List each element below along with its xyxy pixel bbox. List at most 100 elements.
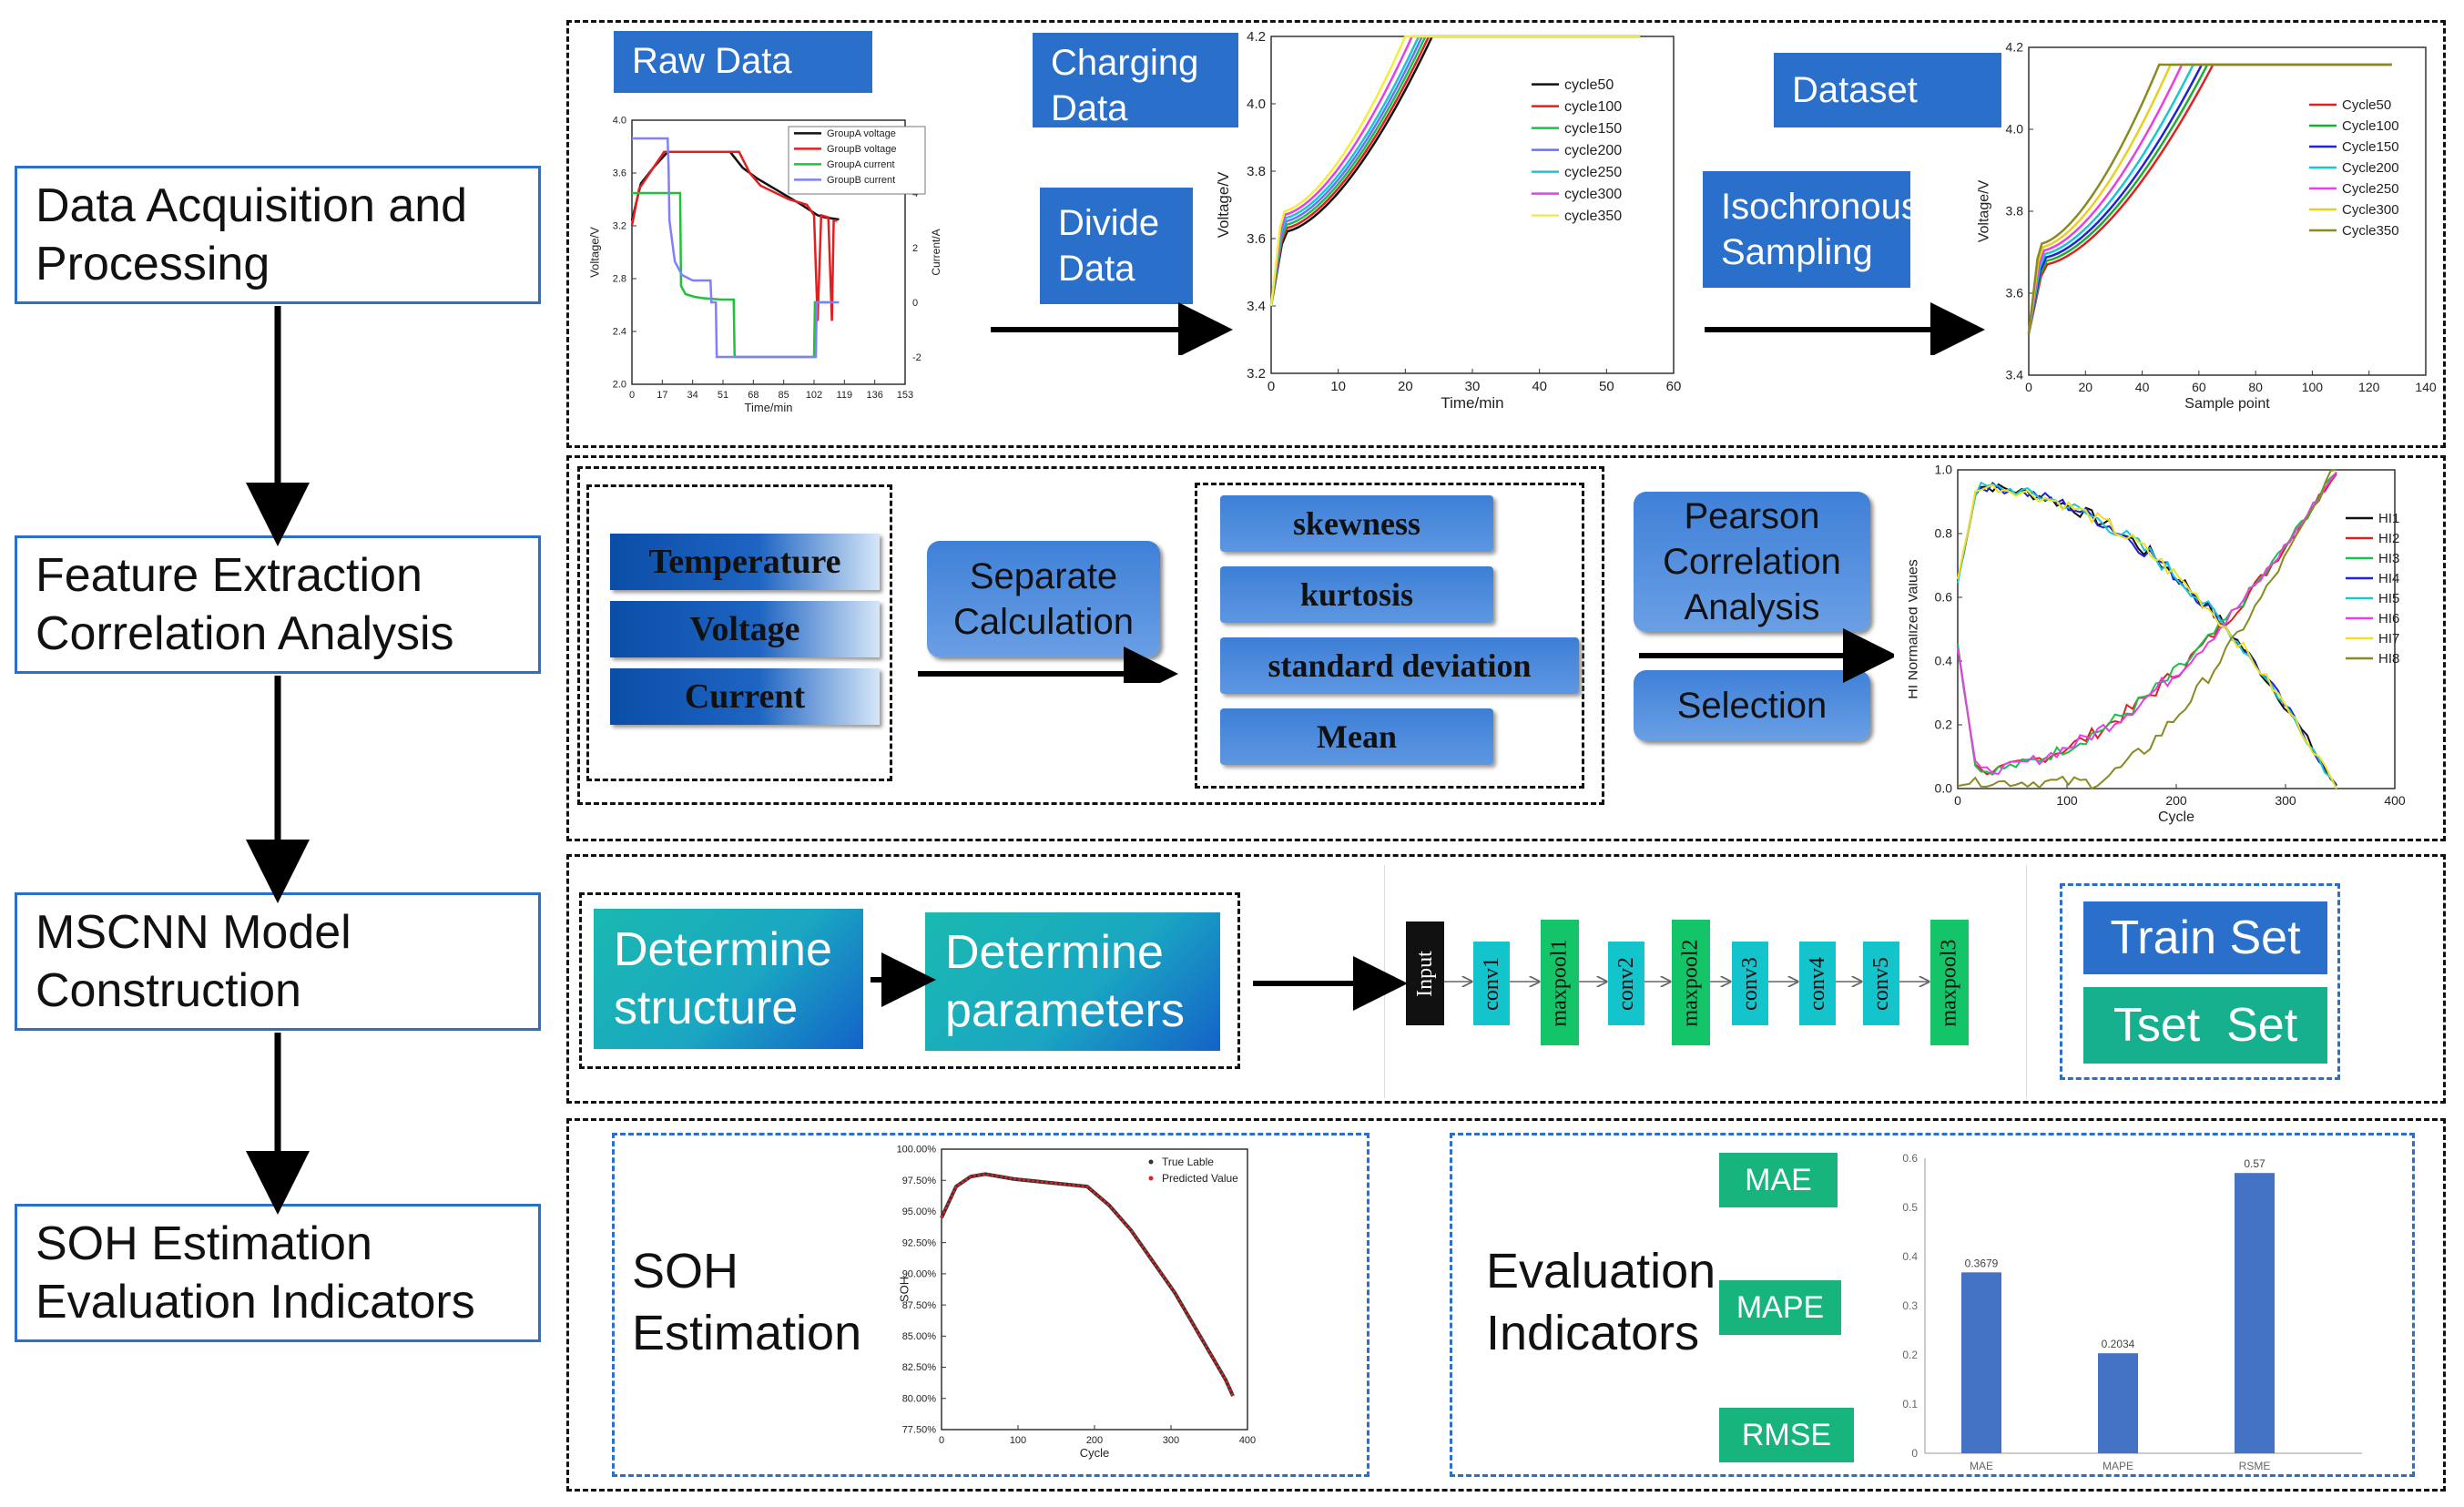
section-model-construction bbox=[566, 854, 2446, 1104]
legend-label: HI4 bbox=[2378, 571, 2399, 586]
series-line bbox=[1957, 469, 2337, 790]
label-line1: Selection bbox=[1676, 686, 1828, 726]
stat-skewness: skewness bbox=[1220, 495, 1493, 552]
label-line1: Pearson bbox=[1684, 496, 1820, 536]
legend-label: cycle200 bbox=[1564, 143, 1622, 158]
x-tick-label: 119 bbox=[837, 390, 853, 401]
bar bbox=[2098, 1353, 2138, 1453]
x-tick-label: MAE bbox=[1970, 1460, 1993, 1471]
y-tick-label: 4.0 bbox=[613, 116, 626, 127]
y-tick-label: 2.0 bbox=[613, 380, 626, 391]
test-set: Tset Set bbox=[2083, 987, 2327, 1064]
label-charging-data: Charging Data bbox=[1033, 33, 1238, 128]
feature-voltage: Voltage bbox=[610, 601, 880, 657]
y-tick-label: 80.00% bbox=[902, 1393, 937, 1404]
y-tick-label: 0.3 bbox=[1902, 1299, 1918, 1312]
series-line bbox=[1957, 481, 2337, 789]
y-axis-label: Voltage/V bbox=[588, 227, 601, 278]
y2-tick-label: 0 bbox=[912, 298, 918, 309]
x-tick-label: RSME bbox=[2239, 1460, 2271, 1471]
y-tick-label: 100.00% bbox=[897, 1145, 937, 1156]
stat-kurtosis: kurtosis bbox=[1220, 566, 1493, 623]
label-raw-data: Raw Data bbox=[614, 31, 872, 93]
y-tick-label: 3.6 bbox=[2006, 286, 2024, 300]
legend-label: HI6 bbox=[2378, 611, 2399, 626]
y-tick-label: 0.1 bbox=[1902, 1398, 1918, 1410]
cnn-layer-maxpool3: maxpool3 bbox=[1930, 920, 1969, 1045]
x-tick-label: 34 bbox=[687, 390, 698, 401]
legend-label: Cycle250 bbox=[2342, 181, 2399, 197]
label-line2: parameters bbox=[945, 984, 1185, 1037]
legend-label: Cycle300 bbox=[2342, 202, 2399, 218]
legend-label: Cycle150 bbox=[2342, 139, 2399, 155]
x-tick-label: 0 bbox=[1954, 793, 1961, 808]
series-line bbox=[1957, 484, 2337, 789]
cnn-layer-conv3: conv3 bbox=[1732, 942, 1768, 1025]
plot-frame bbox=[631, 119, 906, 385]
y-tick-label: 3.8 bbox=[2006, 204, 2024, 219]
stage-label-line1: MSCNN Model bbox=[36, 906, 351, 959]
legend-label: HI8 bbox=[2378, 651, 2399, 667]
x-tick-label: 60 bbox=[2192, 380, 2206, 394]
determine-structure: Determine structure bbox=[594, 909, 863, 1049]
label-line1: Evaluation bbox=[1486, 1244, 1716, 1298]
predicted-line bbox=[940, 1173, 1235, 1397]
feature-group-frame bbox=[577, 466, 1604, 805]
legend-label: cycle350 bbox=[1564, 209, 1622, 224]
y-tick-label: 3.4 bbox=[1247, 299, 1266, 314]
y-tick-label: 95.00% bbox=[902, 1207, 937, 1217]
cnn-layer-maxpool2: maxpool2 bbox=[1672, 920, 1710, 1045]
series-line bbox=[1269, 35, 1641, 307]
series-line bbox=[1957, 473, 2337, 776]
determine-frame bbox=[579, 892, 1240, 1069]
legend-label: cycle300 bbox=[1564, 187, 1622, 202]
label-line1: Isochronous bbox=[1721, 187, 1919, 227]
x-tick-label: 100 bbox=[1010, 1435, 1026, 1446]
x-tick-label: 100 bbox=[2056, 793, 2078, 808]
legend-marker bbox=[1148, 1159, 1154, 1165]
label-dataset: Dataset bbox=[1774, 53, 2001, 127]
series-line bbox=[2027, 63, 2392, 334]
series-line bbox=[632, 137, 840, 359]
bar-value-label: 0.2034 bbox=[2102, 1338, 2135, 1350]
evaluation-indicators-label: Evaluation Indicators bbox=[1486, 1240, 1716, 1364]
raw-feature-frame bbox=[586, 484, 892, 781]
x-tick-label: 400 bbox=[1239, 1435, 1256, 1446]
label-line2: Correlation bbox=[1663, 542, 1841, 582]
series-line bbox=[1957, 471, 2337, 776]
legend-label: Cycle200 bbox=[2342, 160, 2399, 176]
x-tick-label: 20 bbox=[1398, 379, 1413, 394]
statistics-frame bbox=[1195, 483, 1584, 789]
x-tick-label: 40 bbox=[2135, 380, 2150, 394]
y-tick-label: 2.8 bbox=[613, 274, 626, 285]
series-line bbox=[1269, 35, 1641, 307]
x-axis-label: Time/min bbox=[1441, 394, 1503, 412]
legend-label: HI5 bbox=[2378, 591, 2399, 606]
label-line2: Indicators bbox=[1486, 1306, 1700, 1360]
x-tick-label: 300 bbox=[2275, 793, 2296, 808]
x-tick-label: 100 bbox=[2302, 380, 2324, 394]
y-tick-label: 0.5 bbox=[1902, 1201, 1918, 1214]
legend-label: Cycle50 bbox=[2342, 97, 2391, 113]
series-line bbox=[1957, 472, 2337, 777]
x-tick-label: 400 bbox=[2384, 793, 2406, 808]
metric-mae: MAE bbox=[1719, 1153, 1838, 1207]
y-tick-label: 2.4 bbox=[613, 327, 626, 338]
label-line2: Calculation bbox=[953, 602, 1134, 642]
series-line bbox=[1269, 35, 1641, 307]
y-axis-label: SOH bbox=[897, 1277, 911, 1302]
x-tick-label: MAPE bbox=[2103, 1460, 2133, 1471]
x-tick-label: 80 bbox=[2248, 380, 2263, 394]
y-axis-label: Voltage/V bbox=[1217, 171, 1232, 238]
row1-arrows bbox=[991, 302, 1985, 355]
y-tick-label: 3.2 bbox=[1247, 366, 1266, 382]
feature-temperature: Temperature bbox=[610, 534, 880, 590]
legend-label: HI2 bbox=[2378, 531, 2399, 546]
y2-tick-label: 2 bbox=[912, 243, 918, 254]
label-line2: Data bbox=[1058, 249, 1135, 289]
x-tick-label: 136 bbox=[866, 390, 882, 401]
x-tick-label: 0 bbox=[2025, 380, 2032, 394]
y-tick-label: 0.0 bbox=[1935, 781, 1953, 796]
